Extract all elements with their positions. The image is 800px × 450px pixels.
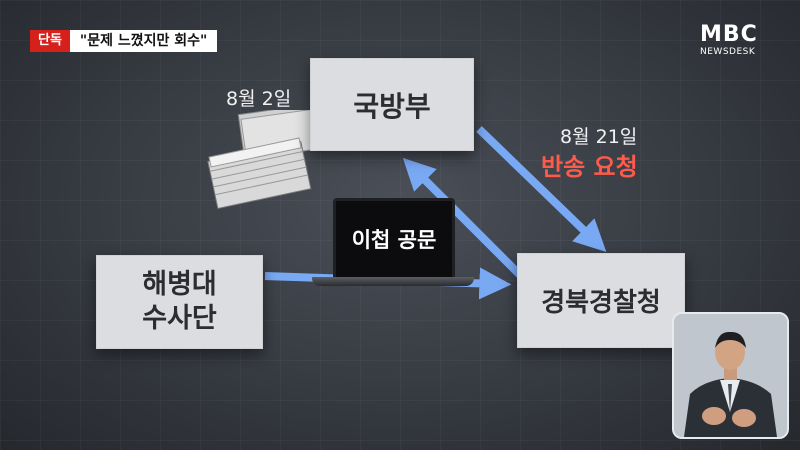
node-marine-line1: 해병대 — [142, 269, 217, 300]
sign-language-interpreter — [672, 312, 789, 439]
node-marine-investigation: 해병대 수사단 — [96, 255, 263, 349]
node-gyeongbuk-police: 경북경찰청 — [517, 253, 685, 348]
broadcaster-logo: MBC NEWSDESK — [700, 22, 770, 58]
node-marine-line2: 수사단 — [142, 303, 217, 334]
headline-tag: 단독 "문제 느꼈지만 회수" — [30, 30, 218, 52]
date-first: 8월 2일 — [226, 88, 292, 110]
headline-text: "문제 느꼈지만 회수" — [69, 30, 218, 52]
document-stack-icon — [207, 110, 317, 210]
node-mod-label: 국방부 — [353, 89, 431, 123]
laptop-label: 이첩 공문 — [351, 228, 437, 252]
logo-sub: NEWSDESK — [700, 47, 756, 57]
logo-main: MBC — [700, 22, 758, 47]
laptop-base — [312, 277, 474, 286]
node-police-label: 경북경찰청 — [541, 288, 661, 318]
return-request-label: 반송 요청 — [541, 153, 638, 181]
interpreter-figure — [674, 314, 787, 437]
date-second: 8월 21일 — [560, 126, 638, 148]
laptop-screen: 이첩 공문 — [333, 198, 455, 280]
exclusive-badge: 단독 — [30, 30, 70, 52]
node-ministry-of-defense: 국방부 — [310, 58, 474, 151]
